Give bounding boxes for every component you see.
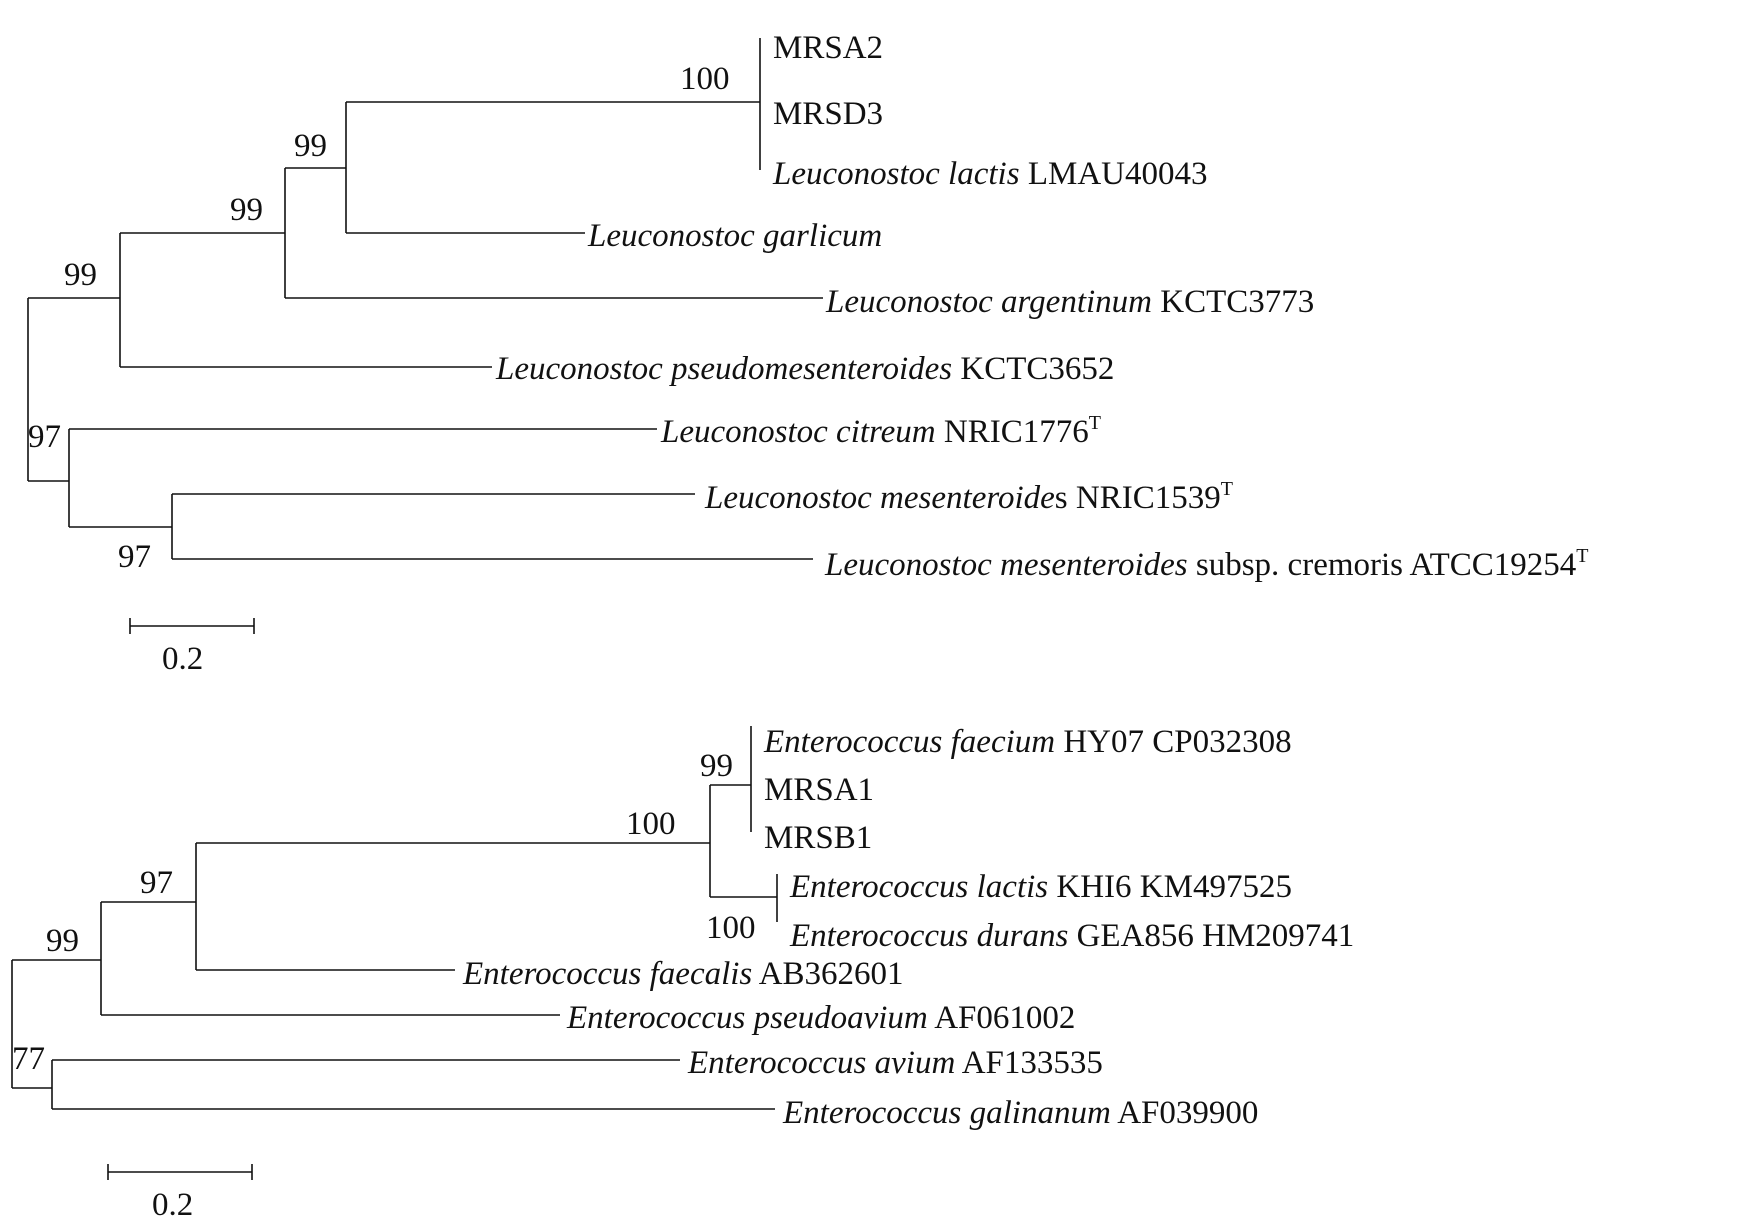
taxon-identifier: LMAU40043 [1020,156,1208,192]
taxon-identifier: KCTC3652 [952,351,1114,387]
enterococcus-branches [11,726,778,1110]
type-strain-superscript: T [1576,545,1588,567]
type-strain-superscript: T [1221,478,1233,500]
bootstrap-value: 99 [64,257,97,293]
taxon-name-italic: Enterococcus durans [789,918,1068,954]
taxon-name-italic: Leuconostoc citreum [660,414,936,450]
bootstrap-value: 100 [680,61,730,97]
taxon-label-enterococcus-durans: Enterococcus durans GEA856 HM209741 [789,918,1354,954]
enterococcus-tree: 99 100 100 97 99 77 Enterococcus faecium… [11,724,1354,1223]
taxon-label-leuconostoc-argentinum: Leuconostoc argentinum KCTC3773 [825,284,1314,320]
taxon-label-enterococcus-pseudoavium: Enterococcus pseudoavium AF061002 [566,1000,1075,1036]
taxon-label-leuconostoc-mesenteroides: Leuconostoc mesenteroides NRIC1539T [704,478,1233,516]
leuconostoc-branches [27,38,823,560]
taxon-name-italic: Enterococcus galinanum [782,1095,1111,1131]
taxon-name-italic: Enterococcus faecalis [462,956,752,992]
taxon-name-italic: Enterococcus avium [687,1045,955,1081]
bootstrap-value: 99 [230,192,263,228]
taxon-label-mrsb1: MRSB1 [764,820,872,856]
bootstrap-value: 97 [140,865,173,901]
enterococcus-scale-bar: 0.2 [107,1164,253,1223]
taxon-label-enterococcus-lactis: Enterococcus lactis KHI6 KM497525 [789,869,1292,905]
taxon-name-italic: Leuconostoc pseudomesenteroides [495,351,952,387]
taxon-identifier: KHI6 KM497525 [1048,869,1292,905]
bootstrap-value: 99 [294,128,327,164]
enterococcus-bootstrap-values: 99 100 100 97 99 77 [12,748,756,1077]
taxon-identifier: KCTC3773 [1152,284,1314,320]
taxon-name-italic: Leuconostoc lactis [772,156,1020,192]
taxon-identifier: AF061002 [928,1000,1076,1036]
taxon-label-enterococcus-galinanum: Enterococcus galinanum AF039900 [782,1095,1258,1131]
taxon-name-italic: Enterococcus faecium [763,724,1055,760]
taxon-name-italic: Leuconostoc garlicum [587,218,882,254]
taxon-name-italic: Leuconostoc mesenteroides [824,547,1188,583]
taxon-label-leuconostoc-mesenteroides-cremoris: Leuconostoc mesenteroides subsp. cremori… [824,545,1589,583]
taxon-label-enterococcus-faecium: Enterococcus faecium HY07 CP032308 [763,724,1292,760]
leuconostoc-scale-bar: 0.2 [129,618,255,677]
scale-bar-label: 0.2 [152,1187,193,1223]
bootstrap-value: 99 [700,748,733,784]
taxon-identifier: MRSD3 [773,96,883,132]
bootstrap-value: 99 [46,923,79,959]
taxon-label-leuconostoc-pseudomesenteroides: Leuconostoc pseudomesenteroides KCTC3652 [495,351,1114,387]
bootstrap-value: 100 [626,806,676,842]
bootstrap-value: 97 [28,419,61,455]
taxon-name-italic: Leuconostoc mesenteroide [704,480,1055,516]
taxon-identifier: HY07 CP032308 [1055,724,1292,760]
taxon-label-leuconostoc-garlicum: Leuconostoc garlicum [587,218,882,254]
scale-bar-label: 0.2 [162,641,203,677]
taxon-identifier: s NRIC1539 [1055,480,1221,516]
taxon-label-mrsa1: MRSA1 [764,772,874,808]
type-strain-superscript: T [1089,412,1101,434]
taxon-name-italic: Enterococcus pseudoavium [566,1000,928,1036]
taxon-identifier: AB362601 [752,956,903,992]
taxon-identifier: MRSA1 [764,772,874,808]
taxon-name-italic: Enterococcus lactis [789,869,1048,905]
taxon-identifier: GEA856 HM209741 [1068,918,1354,954]
taxon-identifier: NRIC1776 [936,414,1089,450]
enterococcus-taxon-labels: Enterococcus faecium HY07 CP032308 MRSA1… [462,724,1354,1131]
bootstrap-value: 97 [118,539,151,575]
leuconostoc-tree: 100 99 99 99 97 97 MRSA2 MRSD3 Leuconost… [27,30,1589,677]
taxon-identifier: MRSA2 [773,30,883,66]
taxon-identifier: subsp. cremoris ATCC19254 [1188,547,1577,583]
leuconostoc-taxon-labels: MRSA2 MRSD3 Leuconostoc lactis LMAU40043… [495,30,1589,583]
taxon-label-mrsa2: MRSA2 [773,30,883,66]
taxon-label-leuconostoc-lactis: Leuconostoc lactis LMAU40043 [772,156,1207,192]
taxon-label-enterococcus-faecalis: Enterococcus faecalis AB362601 [462,956,904,992]
taxon-label-enterococcus-avium: Enterococcus avium AF133535 [687,1045,1103,1081]
taxon-identifier: AF133535 [955,1045,1103,1081]
bootstrap-value: 77 [12,1041,45,1077]
taxon-identifier: MRSB1 [764,820,872,856]
taxon-identifier: AF039900 [1111,1095,1259,1131]
taxon-label-mrsd3: MRSD3 [773,96,883,132]
taxon-name-italic: Leuconostoc argentinum [825,284,1152,320]
leuconostoc-bootstrap-values: 100 99 99 99 97 97 [28,61,730,575]
taxon-label-leuconostoc-citreum: Leuconostoc citreum NRIC1776T [660,412,1101,450]
bootstrap-value: 100 [706,910,756,946]
